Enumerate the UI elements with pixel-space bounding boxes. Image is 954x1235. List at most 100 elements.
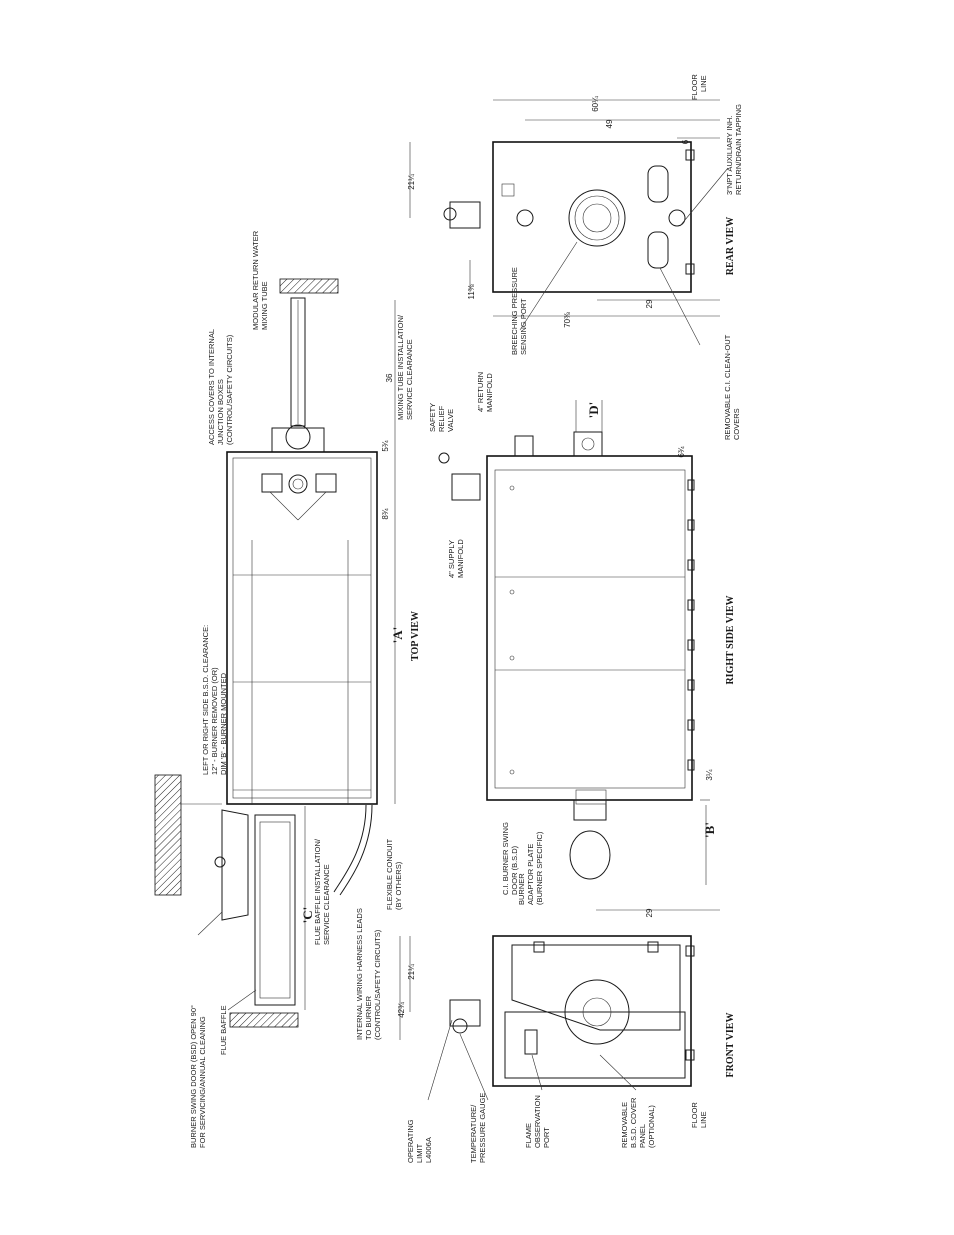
svg-text:L4006A: L4006A xyxy=(424,1137,433,1163)
callout-bsd-cover: REMOVABLE B.S.D. COVER PANEL (OPTIONAL) xyxy=(620,1097,656,1148)
front-view-title: FRONT VIEW xyxy=(725,1013,736,1078)
dim-29-front: 29 xyxy=(645,908,654,917)
svg-text:LEFT OR RIGHT SIDE B.S.D. CLEA: LEFT OR RIGHT SIDE B.S.D. CLEARANCE: xyxy=(201,625,210,775)
svg-text:4" SUPPLY: 4" SUPPLY xyxy=(447,540,456,578)
burner-opening xyxy=(564,979,630,1045)
svg-text:SENSING PORT: SENSING PORT xyxy=(519,298,528,355)
svg-text:COVERS: COVERS xyxy=(732,408,741,440)
dim-36: 36 xyxy=(385,373,394,382)
svg-text:JUNCTION BOXES: JUNCTION BOXES xyxy=(216,379,225,445)
svg-text:FLAME: FLAME xyxy=(524,1123,533,1148)
boiler-side-body xyxy=(486,455,693,801)
callout-mixing-tube: MODULAR RETURN WATER MIXING TUBE xyxy=(251,230,269,330)
svg-text:DIM 'B' - BURNER MOUNTED: DIM 'B' - BURNER MOUNTED xyxy=(219,672,228,775)
svg-text:FOR SERVICING/ANNUAL CLEANING: FOR SERVICING/ANNUAL CLEANING xyxy=(198,1016,207,1148)
dim-60: 60¼ xyxy=(591,96,600,112)
callout-relief-valve: SAFETY RELIEF VALVE xyxy=(428,403,455,432)
dim-29-rear: 29 xyxy=(645,299,654,308)
callout-flue-baffle: FLUE BAFFLE xyxy=(219,1005,228,1055)
svg-text:MODULAR RETURN WATER: MODULAR RETURN WATER xyxy=(251,230,260,330)
svg-text:4" RETURN: 4" RETURN xyxy=(476,372,485,412)
svg-text:B.S.D. COVER: B.S.D. COVER xyxy=(629,1097,638,1148)
svg-text:C.I. BURNER SWING: C.I. BURNER SWING xyxy=(501,822,510,895)
flue-outlet-d xyxy=(573,431,603,457)
cleanout-cover-2 xyxy=(647,231,669,269)
flue-baffle xyxy=(254,814,296,1006)
callout-access-covers: ACCESS COVERS TO INTERNAL JUNCTION BOXES… xyxy=(207,329,234,445)
swing-door-outline xyxy=(511,944,681,1031)
svg-text:(OPTIONAL): (OPTIONAL) xyxy=(647,1105,656,1148)
rating-plate xyxy=(524,1029,538,1055)
boiler-front-body xyxy=(492,935,692,1087)
rear-view-title: REAR VIEW xyxy=(725,217,736,275)
dim-49: 49 xyxy=(605,119,614,128)
callout-flue-clearance: FLUE BAFFLE INSTALLATION/ SERVICE CLEARA… xyxy=(313,838,331,945)
floor-line-front: FLOOR LINE xyxy=(690,1102,708,1128)
dim-70: 70⅜ xyxy=(563,312,572,328)
dim-5-3-4: 5¾ xyxy=(381,440,390,451)
svg-text:OBSERVATION: OBSERVATION xyxy=(533,1095,542,1148)
top-view-title: TOP VIEW xyxy=(410,611,421,661)
svg-text:SAFETY: SAFETY xyxy=(428,403,437,432)
dim-a-label: 'A' xyxy=(390,627,405,644)
callout-breeching-port: BREECHING PRESSURE SENSING PORT xyxy=(510,267,528,355)
svg-text:SERVICE CLEARANCE: SERVICE CLEARANCE xyxy=(322,864,331,945)
svg-text:OPERATING: OPERATING xyxy=(406,1119,415,1163)
boiler-top-body xyxy=(226,451,378,805)
dim-6-3-4: 6¾ xyxy=(677,446,686,457)
svg-text:LINE: LINE xyxy=(699,1111,708,1128)
boiler-rear-body xyxy=(492,141,692,293)
callout-ci-door: C.I. BURNER SWING DOOR (B.S.D) xyxy=(501,822,519,895)
supply-manifold xyxy=(451,473,481,501)
svg-text:REMOVABLE: REMOVABLE xyxy=(620,1102,629,1148)
dim-21-front: 21¼ xyxy=(407,964,416,980)
top-outlet xyxy=(288,474,308,494)
svg-text:MIXING TUBE: MIXING TUBE xyxy=(260,281,269,330)
svg-text:FLOOR: FLOOR xyxy=(690,1102,699,1128)
svg-text:ADAPTOR PLATE: ADAPTOR PLATE xyxy=(526,844,535,905)
callout-flame-port: FLAME OBSERVATION PORT xyxy=(524,1095,551,1148)
dim-42: 42¾ xyxy=(397,1002,406,1018)
right-side-title: RIGHT SIDE VIEW xyxy=(725,595,736,684)
svg-text:VALVE: VALVE xyxy=(446,409,455,432)
svg-text:DOOR (B.S.D): DOOR (B.S.D) xyxy=(510,845,519,895)
mixing-tube-flange xyxy=(285,424,311,450)
top-view: TOP VIEW 'A' 'C' 36 5¾ 8¾ LEFT OR RIGHT … xyxy=(154,230,421,1148)
callout-temp-gauge: TEMPERATURE/ PRESSURE GAUGE xyxy=(469,1093,487,1163)
wall-hatch-top xyxy=(279,278,339,294)
front-view: FRONT VIEW 29 21¼ 42¾ OPERATING LIMIT L4… xyxy=(397,908,736,1163)
burner xyxy=(569,830,611,880)
svg-text:MANIFOLD: MANIFOLD xyxy=(485,373,494,412)
cleanout-cover-1 xyxy=(647,165,669,203)
control-box xyxy=(449,999,481,1027)
svg-text:(CONTROL/SAFETY CIRCUITS): (CONTROL/SAFETY CIRCUITS) xyxy=(225,334,234,445)
right-side-view: RIGHT SIDE VIEW 'D' 'B' 6¾ 3¼ SAFETY REL… xyxy=(428,372,736,905)
svg-text:BURNER: BURNER xyxy=(517,873,526,905)
return-manifold xyxy=(514,435,534,457)
svg-text:PANEL: PANEL xyxy=(638,1124,647,1148)
svg-text:TEMPERATURE/: TEMPERATURE/ xyxy=(469,1104,478,1163)
callout-aux-tapping: 3"NPT AUXILIARY INH. RETURN/DRAIN TAPPIN… xyxy=(725,104,743,195)
mixing-tube xyxy=(290,297,306,427)
svg-text:RELIEF: RELIEF xyxy=(437,405,446,432)
svg-text:REMOVABLE C.I. CLEAN-OUT: REMOVABLE C.I. CLEAN-OUT xyxy=(723,334,732,440)
dim-d-label: 'D' xyxy=(586,402,601,419)
junction-box-2 xyxy=(315,473,337,493)
floor-line-rear: FLOOR LINE xyxy=(690,74,708,100)
flue-collar xyxy=(568,189,626,247)
wall-hatch-bottom xyxy=(229,1012,299,1028)
callout-adaptor-plate: BURNER ADAPTOR PLATE (BURNER SPECIFIC) xyxy=(517,831,544,905)
dim-3-1-4: 3¼ xyxy=(705,769,714,780)
dim-8-3-4: 8¾ xyxy=(381,508,390,519)
svg-text:LINE: LINE xyxy=(699,75,708,92)
svg-text:MIXING TUBE INSTALLATION/: MIXING TUBE INSTALLATION/ xyxy=(396,314,405,420)
dim-b-label: 'B' xyxy=(702,822,717,838)
dim-c-label: 'C' xyxy=(300,907,315,924)
svg-text:PRESSURE GAUGE: PRESSURE GAUGE xyxy=(478,1093,487,1163)
svg-text:FLOOR: FLOOR xyxy=(690,74,699,100)
burner-swing-door xyxy=(221,809,249,921)
temp-pressure-gauge xyxy=(452,1018,468,1034)
rear-view: REAR VIEW 60¼ 49 6 21¼ 11⅜ 29 70⅜ BREECH… xyxy=(407,74,743,440)
svg-text:RETURN/DRAIN TAPPING: RETURN/DRAIN TAPPING xyxy=(734,104,743,195)
